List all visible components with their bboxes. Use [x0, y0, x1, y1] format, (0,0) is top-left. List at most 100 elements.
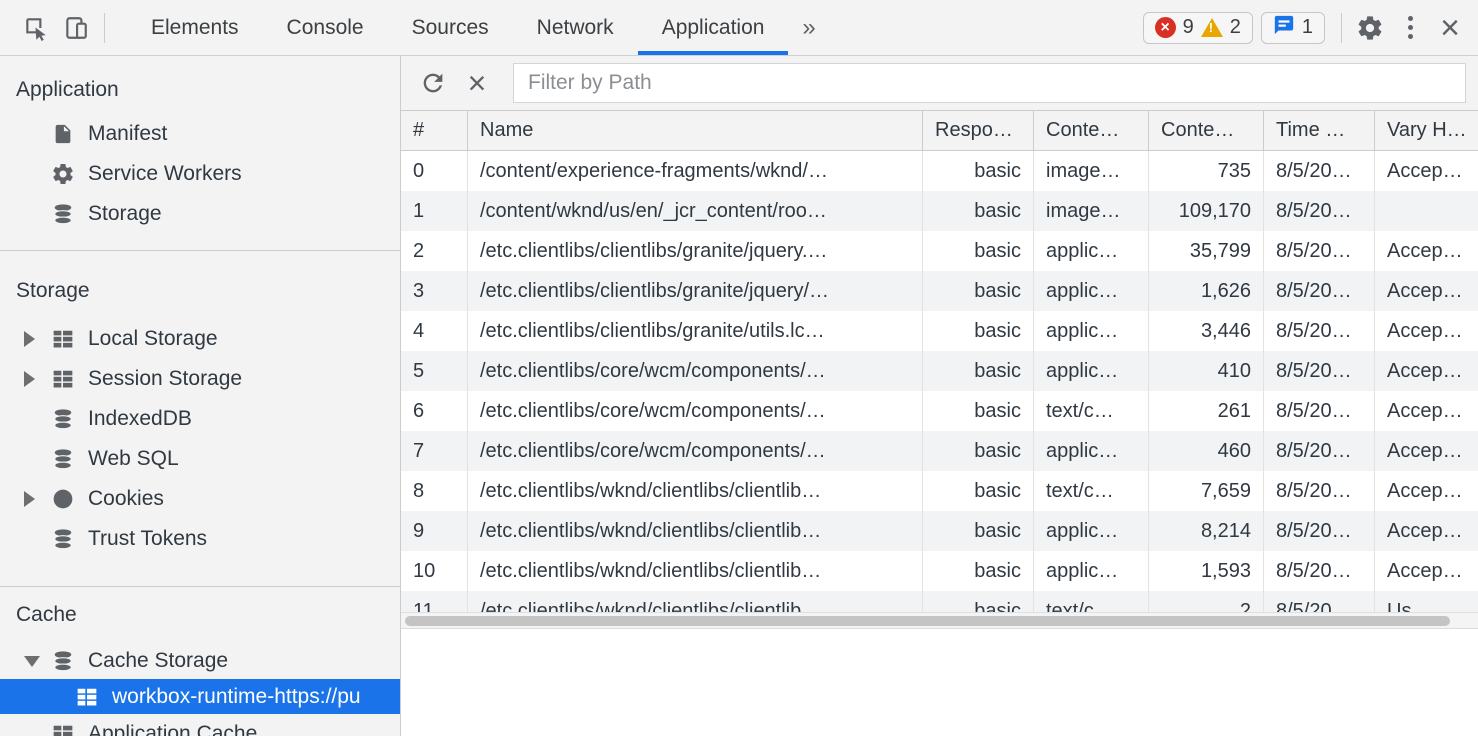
cell-time-cached: 8/5/20… — [1264, 191, 1375, 231]
tab-sources[interactable]: Sources — [411, 15, 489, 39]
column-header-time-cached[interactable]: Time … — [1264, 111, 1375, 150]
sidebar-item-label: Cache Storage — [88, 649, 229, 672]
cell-response-type: basic — [923, 271, 1034, 311]
cell-name: /etc.clientlibs/clientlibs/granite/jquer… — [468, 231, 923, 271]
expander-expanded-icon[interactable] — [24, 655, 50, 667]
column-header-vary-header[interactable]: Vary H… — [1387, 119, 1467, 141]
device-toolbar-button[interactable] — [56, 8, 96, 48]
cell-index: 10 — [401, 551, 468, 591]
issues-badge[interactable]: 1 — [1260, 11, 1325, 44]
sidebar-item-trust-tokens[interactable]: Trust Tokens — [0, 519, 400, 559]
sidebar-item-indexeddb[interactable]: IndexedDB — [0, 399, 400, 439]
sidebar-item-cookies[interactable]: Cookies — [0, 479, 400, 519]
sidebar-item-workbox-runtime-cache[interactable]: workbox-runtime-https://pu — [0, 679, 400, 714]
table-row[interactable]: 4 /etc.clientlibs/clientlibs/granite/uti… — [401, 311, 1478, 351]
errors-warnings-badge[interactable]: × 9 2 — [1142, 11, 1253, 44]
table-row[interactable]: 1 /content/wknd/us/en/_jcr_content/roo… … — [401, 191, 1478, 231]
table-row[interactable]: 0 /content/experience-fragments/wknd/… b… — [401, 151, 1478, 191]
scrollbar-thumb[interactable] — [405, 616, 1450, 626]
cell-content-type: applic… — [1034, 231, 1149, 271]
refresh-button[interactable] — [411, 63, 455, 103]
sidebar-item-service-workers[interactable]: Service Workers — [0, 154, 400, 194]
cell-index: 3 — [401, 271, 468, 311]
cell-content-type: text/c… — [1034, 591, 1149, 612]
sidebar-item-web-sql[interactable]: Web SQL — [0, 439, 400, 479]
cell-content-type: applic… — [1034, 311, 1149, 351]
cell-index: 5 — [401, 351, 468, 391]
cell-content-length: 2 — [1149, 591, 1264, 612]
warning-count: 2 — [1229, 16, 1241, 38]
sidebar-item-local-storage[interactable]: Local Storage — [0, 319, 400, 359]
column-header-content-length[interactable]: Conte… — [1149, 111, 1264, 150]
sidebar-item-storage[interactable]: Storage — [0, 194, 400, 234]
database-icon — [50, 528, 76, 550]
sidebar-item-session-storage[interactable]: Session Storage — [0, 359, 400, 399]
device-toolbar-icon — [63, 15, 89, 41]
tab-application[interactable]: Application — [638, 0, 789, 55]
inspect-element-button[interactable] — [16, 8, 56, 48]
cell-name: /etc.clientlibs/clientlibs/granite/utils… — [468, 311, 923, 351]
sidebar-item-label: Storage — [88, 202, 162, 225]
table-row[interactable]: 7 /etc.clientlibs/core/wcm/components/… … — [401, 431, 1478, 471]
preview-pane — [401, 629, 1478, 736]
horizontal-scrollbar[interactable] — [401, 612, 1478, 629]
cell-content-length: 261 — [1149, 391, 1264, 431]
cell-content-length: 3,446 — [1149, 311, 1264, 351]
cell-vary-header: Accep… — [1387, 360, 1463, 382]
tab-console[interactable]: Console — [286, 15, 364, 39]
column-header-content-type[interactable]: Conte… — [1034, 111, 1149, 150]
table-row[interactable]: 11 /etc.clientlibs/wknd/clientlibs/clien… — [401, 591, 1478, 612]
warning-icon — [1200, 18, 1223, 37]
devtools-tabs: Elements Console Sources Network Applica… — [127, 0, 830, 55]
cell-content-type: applic… — [1034, 511, 1149, 551]
database-icon — [50, 650, 76, 672]
cell-index: 2 — [401, 231, 468, 271]
sidebar-item-cache-storage[interactable]: Cache Storage — [0, 643, 400, 679]
more-options-button[interactable] — [1390, 8, 1430, 48]
cell-name: /etc.clientlibs/core/wcm/components/… — [468, 351, 923, 391]
cell-index: 0 — [401, 151, 468, 191]
sidebar-item-manifest[interactable]: Manifest — [0, 114, 400, 154]
cell-response-type: basic — [923, 311, 1034, 351]
more-tabs-button[interactable]: » — [802, 13, 816, 41]
table-icon — [74, 686, 100, 708]
cell-vary-header — [1375, 191, 1478, 231]
tab-elements[interactable]: Elements — [151, 15, 239, 39]
table-row[interactable]: 2 /etc.clientlibs/clientlibs/granite/jqu… — [401, 231, 1478, 271]
table-row[interactable]: 6 /etc.clientlibs/core/wcm/components/… … — [401, 391, 1478, 431]
cell-name: /etc.clientlibs/core/wcm/components/… — [468, 431, 923, 471]
cell-time-cached: 8/5/20… — [1264, 231, 1375, 271]
expander-collapsed-icon[interactable] — [24, 371, 50, 387]
sidebar-item-application-cache[interactable]: Application Cache — [0, 714, 400, 736]
delete-selected-button[interactable]: × — [455, 63, 499, 103]
table-row[interactable]: 8 /etc.clientlibs/wknd/clientlibs/client… — [401, 471, 1478, 511]
sidebar-item-label: Web SQL — [88, 447, 179, 470]
settings-button[interactable] — [1350, 8, 1390, 48]
cell-time-cached: 8/5/20… — [1264, 271, 1375, 311]
topbar-left-tools — [0, 0, 113, 55]
column-header-name[interactable]: Name — [468, 111, 923, 150]
cell-content-length: 460 — [1149, 431, 1264, 471]
table-row[interactable]: 3 /etc.clientlibs/clientlibs/granite/jqu… — [401, 271, 1478, 311]
close-devtools-button[interactable]: × — [1430, 8, 1470, 48]
cache-panel: × # Name Respo… Conte… Conte… Time … Var… — [401, 56, 1478, 736]
gear-icon — [1356, 14, 1384, 42]
cell-vary-header: Accep… — [1387, 480, 1463, 502]
column-header-response-type[interactable]: Respo… — [923, 111, 1034, 150]
cell-content-length: 410 — [1149, 351, 1264, 391]
cell-time-cached: 8/5/20… — [1264, 431, 1375, 471]
table-row[interactable]: 5 /etc.clientlibs/core/wcm/components/… … — [401, 351, 1478, 391]
sidebar-item-label: Session Storage — [88, 367, 243, 390]
tab-network[interactable]: Network — [536, 15, 614, 39]
filter-by-path-input[interactable] — [513, 63, 1466, 103]
expander-collapsed-icon[interactable] — [24, 331, 50, 347]
table-row[interactable]: 9 /etc.clientlibs/wknd/clientlibs/client… — [401, 511, 1478, 551]
cache-toolbar: × — [401, 56, 1478, 111]
expander-collapsed-icon[interactable] — [24, 491, 50, 507]
issues-count: 1 — [1301, 16, 1313, 38]
column-header-index[interactable]: # — [401, 111, 468, 150]
table-row[interactable]: 10 /etc.clientlibs/wknd/clientlibs/clien… — [401, 551, 1478, 591]
cell-content-type: text/c… — [1034, 391, 1149, 431]
section-header-cache: Cache — [16, 603, 77, 626]
cell-response-type: basic — [923, 151, 1034, 191]
